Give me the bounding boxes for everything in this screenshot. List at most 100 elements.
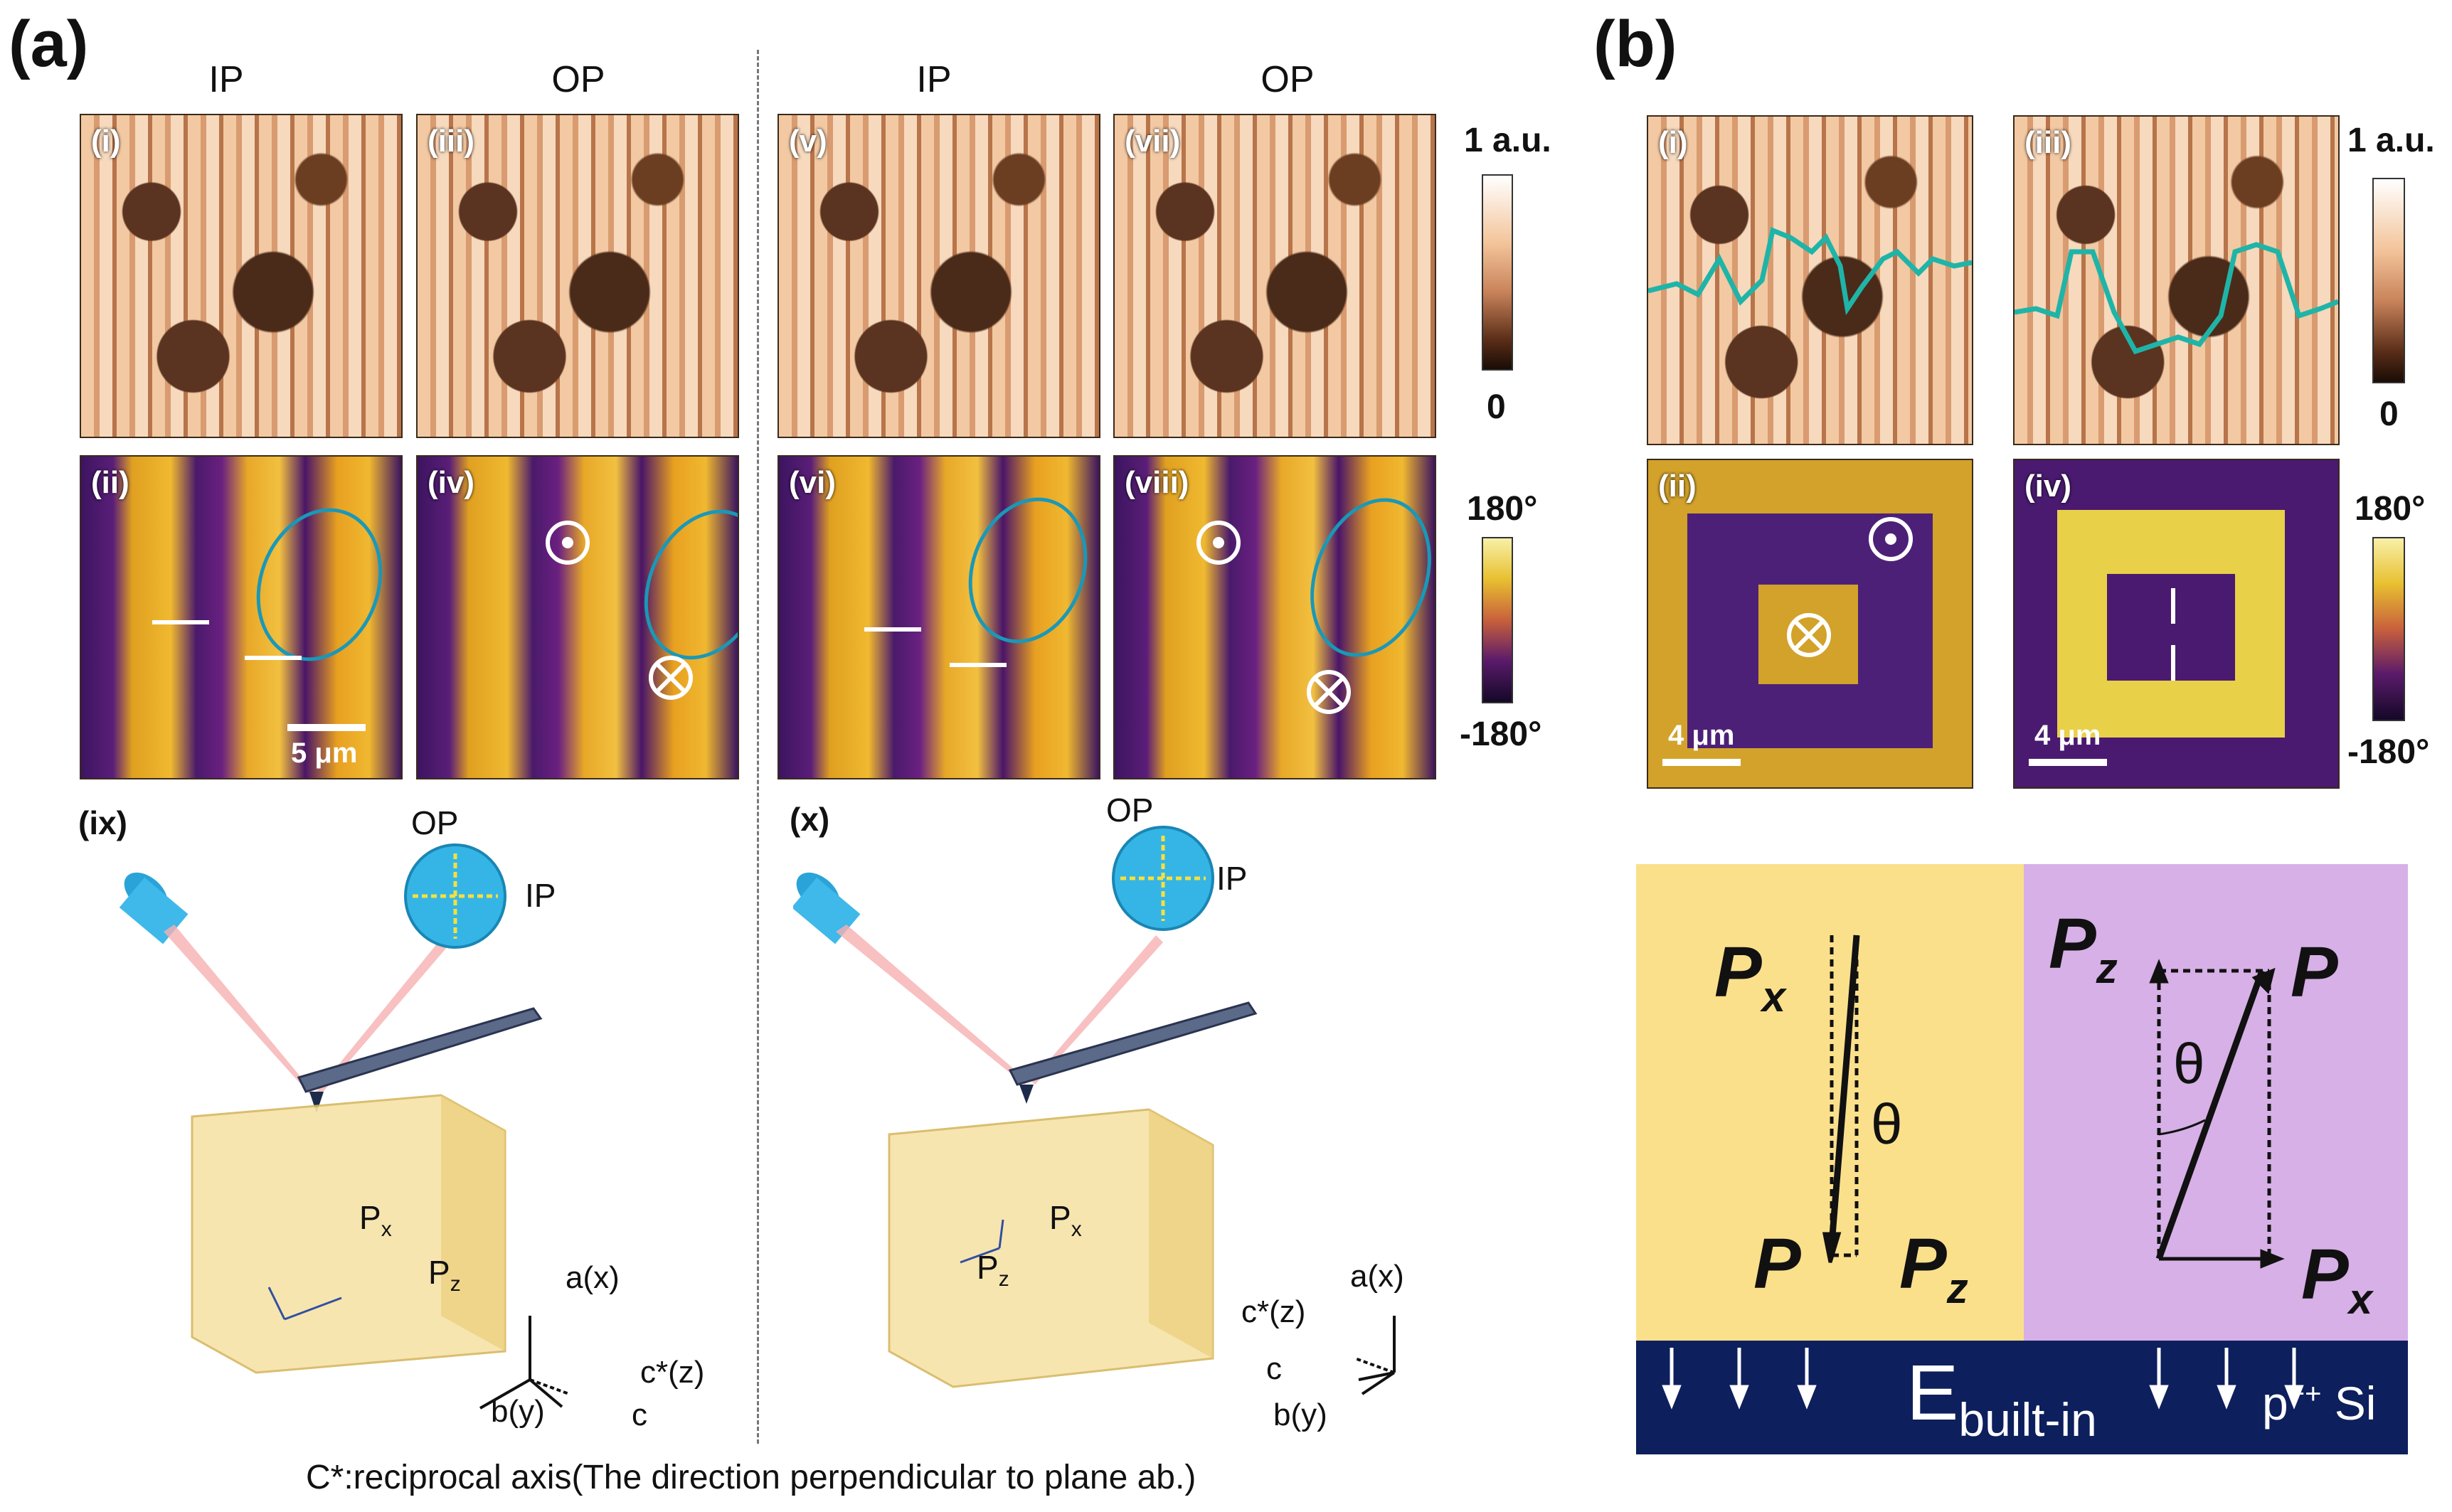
pz-label: Pz [977,1249,1009,1292]
domain-ellipse [948,480,1099,661]
scale-bar [287,724,366,731]
axis-c-label: c [632,1397,647,1432]
out-of-plane-dot-icon [1196,521,1241,565]
out-of-plane-dot-icon [1869,517,1913,561]
pfm-schematic-ix [119,843,570,1410]
scale-bar-label: 5 μm [291,738,358,769]
detector-op-label: OP [1106,792,1154,829]
amplitude-image-v: (v) [777,114,1100,438]
axis-a-label: a(x) [566,1260,620,1295]
image-label: (viii) [1125,465,1189,500]
axis-c-label: c [1266,1351,1282,1386]
image-label: (i) [91,124,121,159]
polarization-vectors [1662,935,2304,1410]
crystal-axes-icon [1354,1316,1396,1395]
phase-colorbar [1482,537,1513,703]
amplitude-image-b-iii: (iii) [2013,115,2340,445]
polarization-diagram: Px θ P Pz Pz P θ Px Ebuilt-in p++ Si [1636,864,2408,1454]
phase-image-b-ii: (ii) 4 μm [1647,459,1973,789]
pfm-schematic-x [793,826,1396,1395]
theta-label-left: θ [1871,1092,1903,1156]
image-label: (vi) [789,465,836,500]
phase-colorbar-min: -180° [1460,715,1542,753]
right-px-label: Px [2301,1235,2373,1323]
amplitude-colorbar-min-b: 0 [2379,395,2399,433]
amplitude-colorbar-max-b: 1 a.u. [2347,122,2435,159]
panel-a-letter: (a) [9,8,89,80]
amplitude-colorbar-b [2372,178,2405,383]
scale-bar-label: 4 μm [1668,720,1735,751]
crystal-axes-icon [479,1316,570,1410]
detector-op-label: OP [411,804,459,841]
amplitude-image-iii: (iii) [416,114,739,438]
phase-colorbar-max: 180° [1467,490,1538,528]
cantilever-icon [297,1007,543,1093]
detector-ip-label: IP [525,877,556,914]
domain-ellipse [235,490,401,679]
column-header-op-right: OP [1261,59,1315,100]
amplitude-image-i: (i) [80,114,403,438]
left-pz-label: Pz [1899,1224,1968,1312]
line-profile [2015,242,2338,355]
left-arrow-icon [950,663,1007,667]
image-label: (ii) [1658,469,1697,504]
photodetector-icon [1112,826,1214,931]
panel-divider [757,50,759,1444]
image-label: (ii) [91,465,129,500]
amplitude-image-b-i: (i) [1647,115,1973,445]
substrate-label: p++ Si [2262,1377,2377,1430]
right-p-label: P [2291,932,2338,1012]
line-profile [1648,227,1972,316]
right-arrow-icon [864,627,921,632]
tip-icon [309,1092,324,1113]
left-px-label: Px [1714,932,1786,1021]
phase-image-vi: (vi) [777,455,1100,779]
scale-bar [2029,759,2107,766]
pz-label: Pz [428,1254,461,1297]
axis-b-label: b(y) [1273,1397,1327,1432]
built-in-field-label: Ebuilt-in [1906,1349,2097,1446]
phase-colorbar-max-b: 180° [2355,490,2426,528]
amplitude-colorbar [1482,174,1513,371]
figure-caption: C*:reciprocal axis(The direction perpend… [306,1459,1196,1496]
axis-c-star-label: c*(z) [1241,1294,1306,1329]
down-arrow-icon [2171,588,2175,624]
axis-c-star-label: c*(z) [640,1355,705,1390]
phase-image-ii: (ii) 5 μm [80,455,403,779]
into-plane-cross-icon [1787,613,1831,657]
up-arrow-icon [2171,645,2175,681]
amplitude-colorbar-max: 1 a.u. [1464,122,1551,159]
panel-b-letter: (b) [1593,8,1677,80]
left-p-label: P [1753,1224,1801,1304]
px-label: Px [1049,1199,1082,1242]
tip-icon [1019,1085,1034,1104]
left-arrow-icon [245,656,302,660]
axis-a-label: a(x) [1350,1259,1404,1294]
phase-image-viii: (viii) [1113,455,1436,779]
scale-bar [1662,759,1741,766]
schematic-label-x: (x) [790,801,830,838]
phase-colorbar-min-b: -180° [2347,733,2430,771]
image-label: (i) [1658,125,1688,160]
column-header-ip-left: IP [208,59,244,100]
column-header-ip-right: IP [916,59,952,100]
image-label: (iv) [2024,469,2071,504]
image-label: (v) [789,124,827,159]
right-pz-label: Pz [2049,904,2118,992]
theta-label-right: θ [2173,1032,2205,1095]
out-of-plane-dot-icon [546,521,590,565]
amplitude-colorbar-min: 0 [1487,388,1506,426]
right-arrow-icon [152,620,209,624]
cantilever-icon [1008,1001,1258,1086]
photodetector-icon [404,843,506,949]
column-header-op-left: OP [551,59,605,100]
schematic-label-ix: (ix) [78,804,127,841]
image-label: (iii) [428,124,474,159]
scale-bar-label: 4 μm [2034,720,2101,751]
px-label: Px [359,1199,392,1242]
image-label: (vii) [1125,124,1181,159]
domain-ellipse [1289,481,1435,674]
domain-ellipse [621,489,738,680]
substrate-region [1636,1341,2408,1454]
amplitude-image-vii: (vii) [1113,114,1436,438]
